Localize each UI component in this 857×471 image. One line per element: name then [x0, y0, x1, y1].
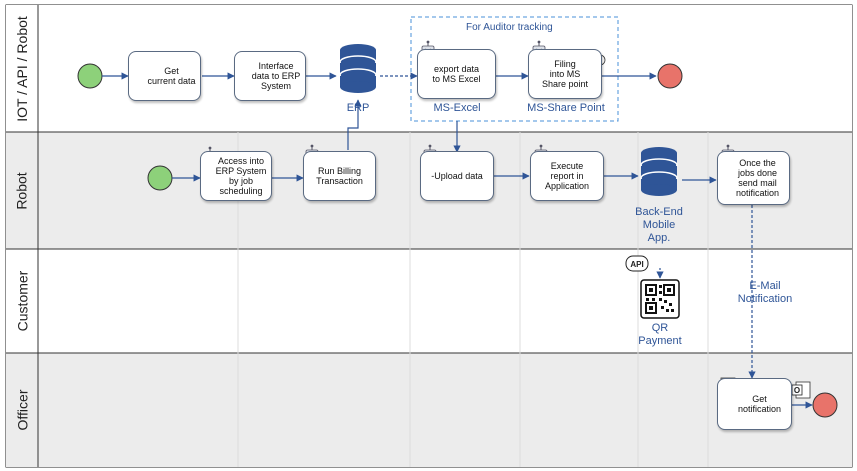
erp-database-icon — [339, 43, 377, 94]
task-upload-data[interactable]: -Upload data — [420, 151, 494, 201]
outlook-icon: O — [791, 381, 811, 399]
start-event-robot — [147, 165, 173, 191]
lane-officer-bg — [6, 353, 852, 467]
end-event-iot — [657, 63, 683, 89]
start-event-iot — [77, 63, 103, 89]
caption-ms-sharepoint: MS-Share Point — [527, 102, 605, 114]
caption-auditor-tracking: For Auditor tracking — [466, 22, 553, 33]
lane-label-iot: IOT / API / Robot — [14, 15, 31, 122]
end-event-officer — [812, 392, 838, 418]
lane-customer-bg — [6, 249, 852, 353]
svg-text:O: O — [794, 386, 800, 395]
auditor-tracking-box — [410, 16, 619, 122]
qr-code-icon — [640, 279, 680, 319]
lane-label-customer: Customer — [14, 270, 30, 332]
backend-database-icon — [640, 146, 678, 197]
caption-erp: ERP — [346, 102, 370, 114]
lane-label-officer: Officer — [14, 389, 31, 431]
lane-label-robot: Robot — [14, 171, 31, 210]
caption-ms-excel: MS-Excel — [433, 102, 481, 114]
svg-text:API: API — [630, 260, 643, 269]
api-customer-icon: API — [625, 255, 649, 272]
